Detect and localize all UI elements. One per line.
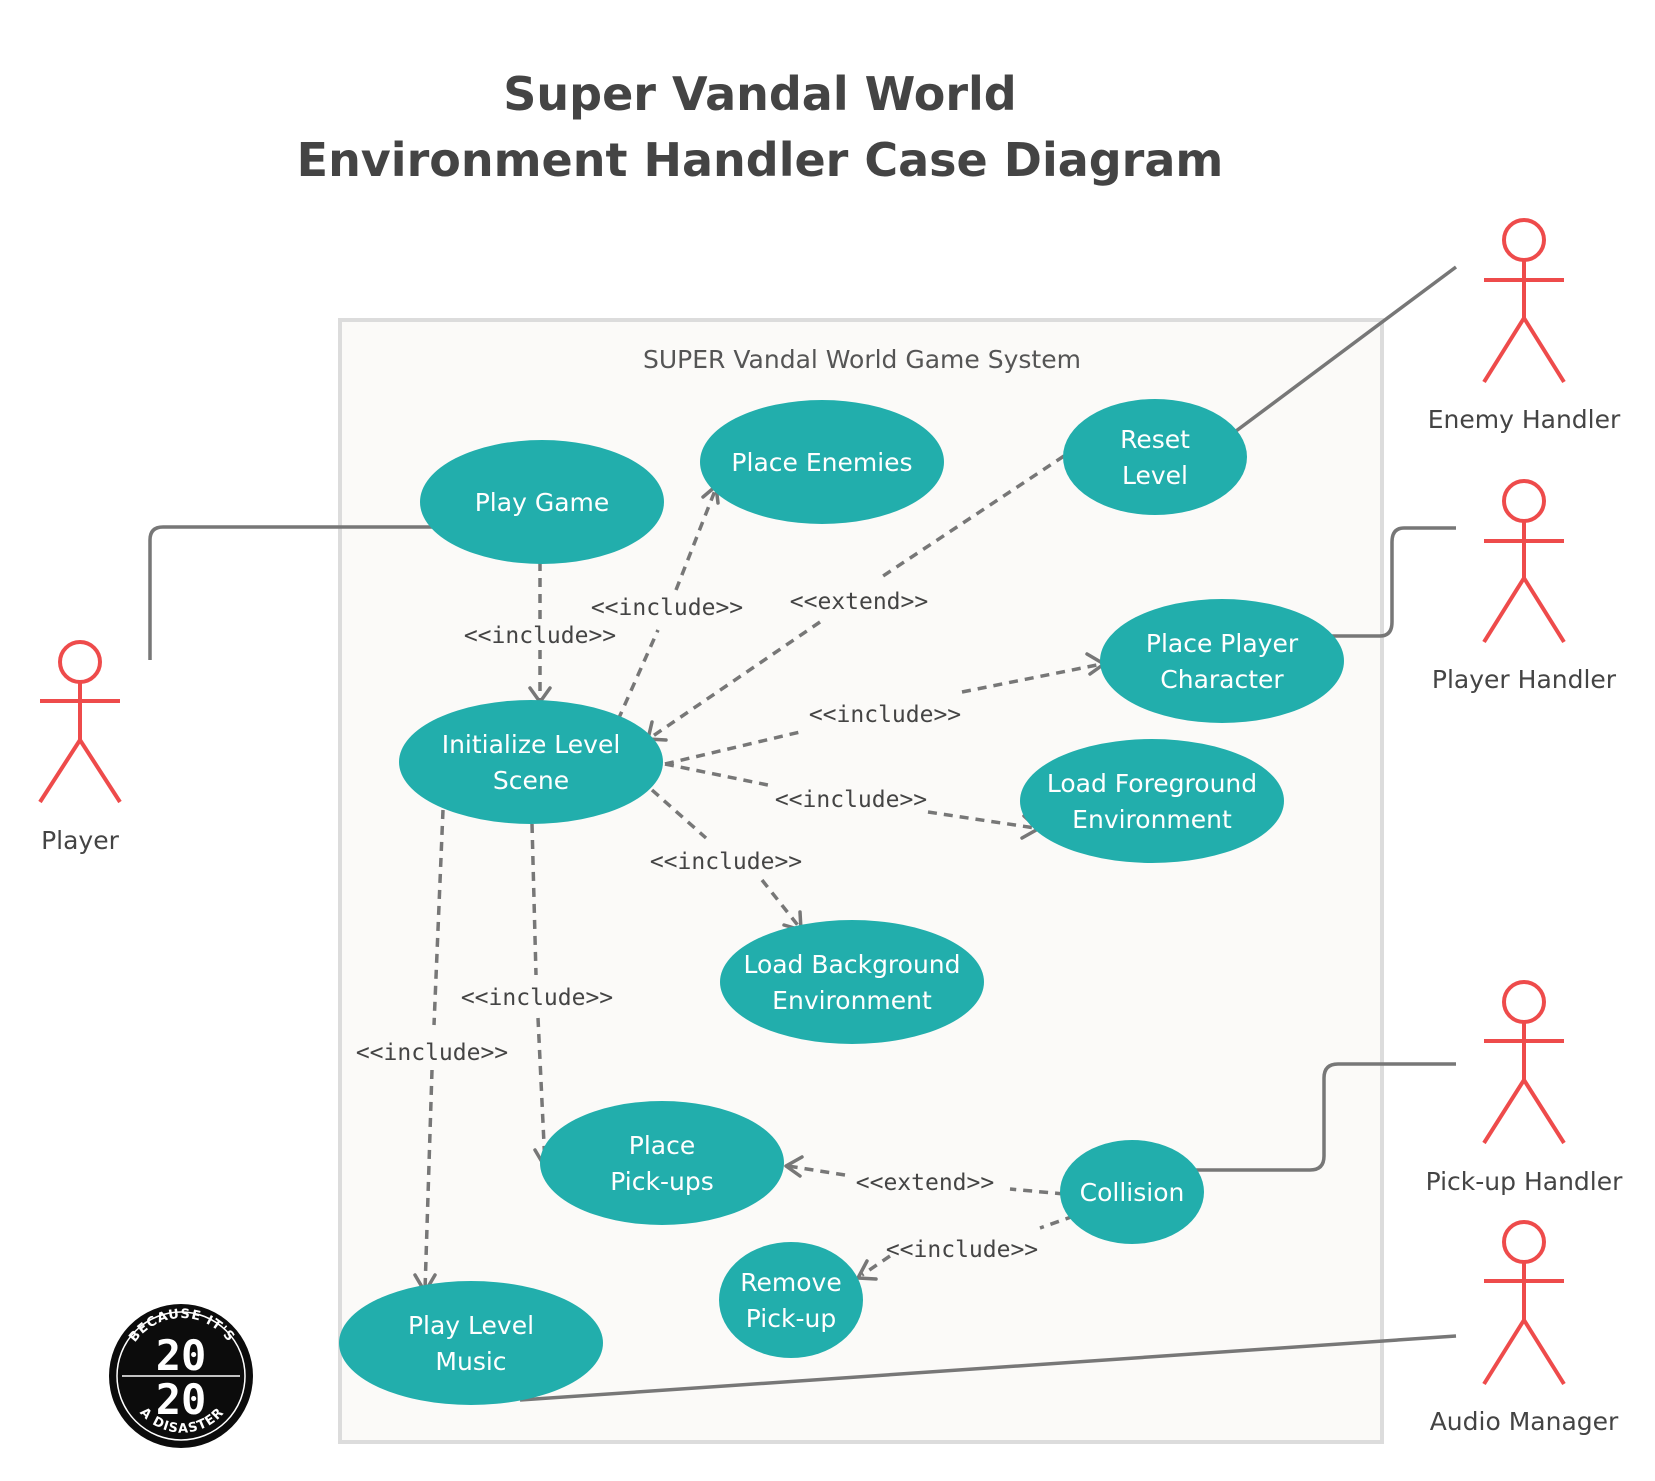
usecase-reset-level[interactable]: Reset Level [1063, 399, 1247, 515]
stick-figure-icon [1482, 479, 1566, 644]
diagram-title-line-2: Environment Handler Case Diagram [297, 133, 1224, 187]
usecase-load-background[interactable]: Load Background Environment [720, 920, 984, 1044]
usecase-place-player-character[interactable]: Place Player Character [1100, 599, 1344, 723]
relation-collision-to-pickups [784, 1155, 1065, 1196]
actor-label: Player Handler [1432, 665, 1617, 694]
svg-text:Environment: Environment [1072, 805, 1232, 834]
relation-label-init-to-player-char: <<include>> [809, 702, 961, 728]
svg-text:Level: Level [1122, 461, 1188, 490]
actor-label: Player [41, 826, 120, 855]
association-enemy-handler-reset-level [1230, 265, 1458, 436]
association-pickup-handler-collision [1196, 1062, 1456, 1172]
relation-label-collision-to-remove: <<include>> [886, 1237, 1038, 1263]
relation-collision-to-remove [856, 1214, 1075, 1281]
svg-text:Place Player: Place Player [1146, 629, 1299, 658]
relation-label-reset-to-init: <<extend>> [790, 589, 928, 615]
actor-enemy-handler[interactable]: Enemy Handler [1428, 218, 1621, 434]
association-player-play-game [148, 525, 433, 660]
actor-audio-manager[interactable]: Audio Manager [1430, 1220, 1619, 1436]
stick-figure-icon [1482, 1220, 1566, 1386]
usecase-play-game[interactable]: Play Game [420, 440, 664, 564]
svg-text:Collision: Collision [1080, 1178, 1185, 1207]
svg-text:Place Enemies: Place Enemies [731, 448, 912, 477]
svg-text:Load Foreground: Load Foreground [1047, 769, 1257, 798]
actor-player[interactable]: Player [38, 640, 122, 855]
usecase-play-level-music[interactable]: Play Level Music [339, 1281, 603, 1405]
association-audio-manager-play-music [519, 1334, 1457, 1402]
svg-text:Place: Place [629, 1131, 695, 1160]
usecase-collision[interactable]: Collision [1060, 1140, 1204, 1244]
system-title: SUPER Vandal World Game System [643, 345, 1081, 374]
svg-text:Initialize Level: Initialize Level [442, 730, 621, 759]
actor-player-handler[interactable]: Player Handler [1432, 479, 1617, 694]
logo-line-2: 20 [156, 1375, 207, 1424]
svg-text:Load Background: Load Background [743, 950, 960, 979]
usecase-place-pickups[interactable]: Place Pick-ups [540, 1101, 784, 1225]
relation-label-init-to-background: <<include>> [650, 849, 802, 875]
svg-text:Pick-ups: Pick-ups [610, 1167, 713, 1196]
usecase-place-enemies[interactable]: Place Enemies [700, 400, 944, 524]
svg-text:Pick-up: Pick-up [746, 1304, 836, 1333]
actor-label: Pick-up Handler [1426, 1167, 1624, 1196]
svg-text:Remove: Remove [740, 1268, 841, 1297]
usecase-initialize-level-scene[interactable]: Initialize Level Scene [399, 700, 663, 824]
logo-line-1: 20 [156, 1331, 207, 1380]
stick-figure-icon [1482, 218, 1566, 384]
actor-pickup-handler[interactable]: Pick-up Handler [1426, 980, 1624, 1196]
usecase-remove-pickup[interactable]: Remove Pick-up [719, 1242, 863, 1358]
relation-label-init-to-enemies: <<include>> [591, 595, 743, 621]
relation-label-play-to-init: <<include>> [464, 623, 616, 649]
logo-badge: BECAUSE IT'S A DISASTER 20 20 [109, 1304, 253, 1448]
stick-figure-icon [1482, 980, 1566, 1145]
relation-label-collision-to-pickups: <<extend>> [856, 1170, 994, 1196]
relation-label-init-to-foreground: <<include>> [775, 787, 927, 813]
svg-text:Reset: Reset [1120, 425, 1190, 454]
relation-label-init-to-pickups: <<include>> [461, 985, 613, 1011]
diagram-title-line-1: Super Vandal World [503, 67, 1016, 121]
svg-text:Scene: Scene [493, 766, 569, 795]
relation-label-init-to-music: <<include>> [356, 1040, 508, 1066]
usecase-load-foreground[interactable]: Load Foreground Environment [1020, 739, 1284, 863]
actor-label: Enemy Handler [1428, 405, 1621, 434]
svg-text:Play Game: Play Game [475, 488, 610, 517]
svg-text:Play Level: Play Level [408, 1311, 534, 1340]
svg-text:Music: Music [435, 1347, 506, 1376]
svg-text:Environment: Environment [772, 986, 932, 1015]
svg-text:Character: Character [1160, 665, 1284, 694]
stick-figure-icon [38, 640, 122, 804]
association-player-handler-place-player [1330, 526, 1456, 638]
actor-label: Audio Manager [1430, 1407, 1619, 1436]
